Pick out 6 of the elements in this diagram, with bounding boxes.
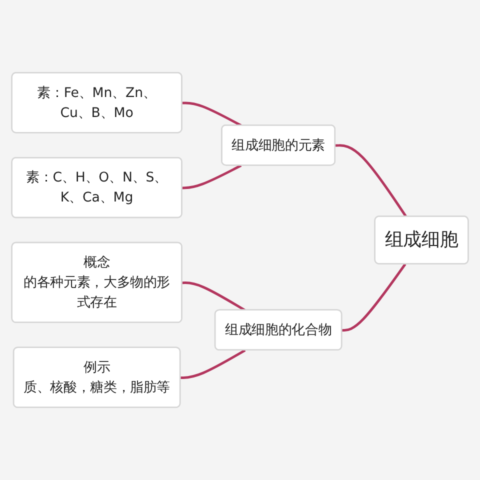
connector <box>180 349 246 380</box>
connector <box>342 263 406 332</box>
connector <box>182 102 242 127</box>
connector <box>182 282 246 312</box>
connector <box>335 144 408 218</box>
connector <box>182 164 242 190</box>
